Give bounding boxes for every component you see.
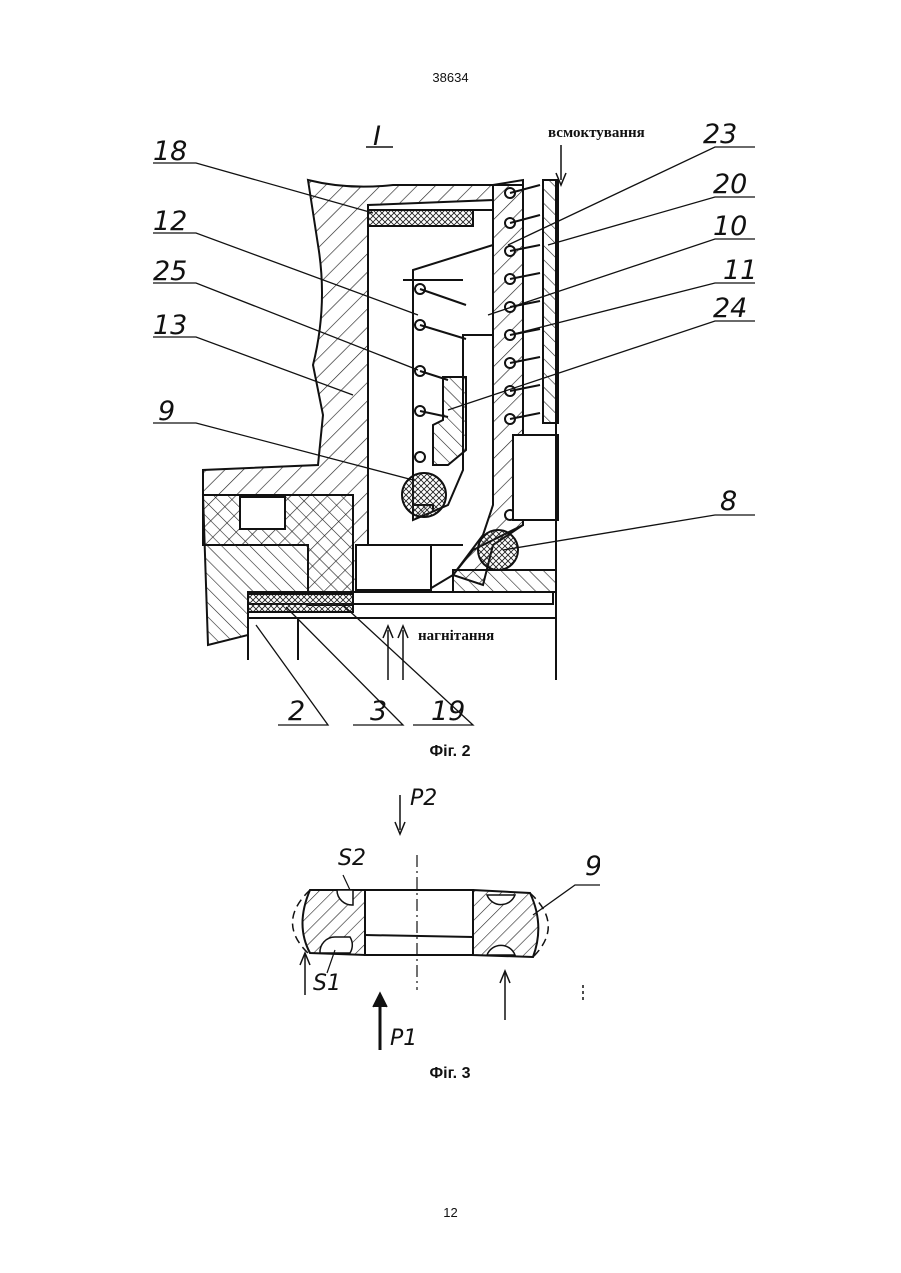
figure-2-caption: Фіг. 2 bbox=[350, 743, 550, 761]
callout-9-fig3: 9 bbox=[585, 851, 600, 882]
callout-25: 25 bbox=[153, 256, 187, 287]
callout-18: 18 bbox=[153, 136, 187, 167]
callout-13: 13 bbox=[153, 310, 187, 341]
callout-23: 23 bbox=[703, 119, 737, 150]
figure-2-callouts: 18 12 25 13 9 23 20 10 11 24 8 2 3 19 bbox=[148, 105, 760, 730]
figure-3-drawing: P2 S2 S1 P1 9 bbox=[265, 775, 600, 1055]
label-p2: P2 bbox=[410, 786, 437, 811]
callout-2: 2 bbox=[288, 696, 305, 727]
label-p1: P1 bbox=[390, 1026, 417, 1051]
document-number: 38634 bbox=[0, 70, 901, 85]
label-s2: S2 bbox=[338, 846, 366, 871]
callout-11: 11 bbox=[723, 255, 757, 286]
callout-8: 8 bbox=[720, 486, 737, 517]
ring-bore bbox=[365, 890, 473, 955]
callout-20: 20 bbox=[713, 169, 747, 200]
label-s1: S1 bbox=[313, 971, 341, 996]
page-number: 12 bbox=[0, 1205, 901, 1220]
callout-19: 19 bbox=[431, 696, 465, 727]
callout-24: 24 bbox=[713, 293, 747, 324]
callout-3: 3 bbox=[370, 696, 387, 727]
callout-12: 12 bbox=[153, 206, 187, 237]
figure-3-caption: Фіг. 3 bbox=[350, 1065, 550, 1083]
callout-9: 9 bbox=[158, 396, 175, 427]
callout-10: 10 bbox=[713, 211, 747, 242]
